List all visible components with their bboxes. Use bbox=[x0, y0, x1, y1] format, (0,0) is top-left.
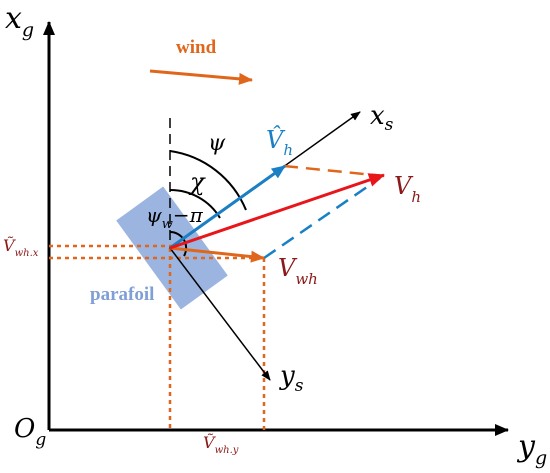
blue-dashed-line bbox=[263, 176, 381, 260]
wind-label: wind bbox=[176, 37, 217, 58]
vwhy-label: Ṽwh.y bbox=[203, 432, 239, 456]
vwh-vector bbox=[169, 246, 265, 263]
orange-dashed-line bbox=[283, 164, 385, 178]
vh-hat-label: V̂h bbox=[266, 126, 293, 159]
psi-arc bbox=[169, 150, 247, 211]
wind-arrow bbox=[149, 69, 253, 85]
vh-label: Vh bbox=[394, 172, 421, 206]
ys-axis bbox=[169, 247, 271, 381]
psi-w-arc bbox=[169, 230, 188, 257]
y-axis-label: yg bbox=[516, 429, 547, 469]
chi-label: χ bbox=[188, 168, 206, 196]
psi-label: ψ bbox=[208, 131, 226, 156]
origin-label: Og bbox=[14, 414, 46, 450]
vh-vector bbox=[169, 173, 385, 250]
vwhx-label: Ṽwh.x bbox=[3, 235, 39, 259]
ys-label: ys bbox=[279, 361, 304, 396]
psi-w-label: ψw−π bbox=[146, 203, 204, 232]
x-axis-label: xg bbox=[5, 1, 34, 41]
vh-hat-vector bbox=[169, 164, 286, 250]
parafoil-label: parafoil bbox=[90, 284, 154, 305]
xs-label: xs bbox=[370, 101, 394, 135]
vwh-label: Vwh bbox=[278, 254, 318, 288]
